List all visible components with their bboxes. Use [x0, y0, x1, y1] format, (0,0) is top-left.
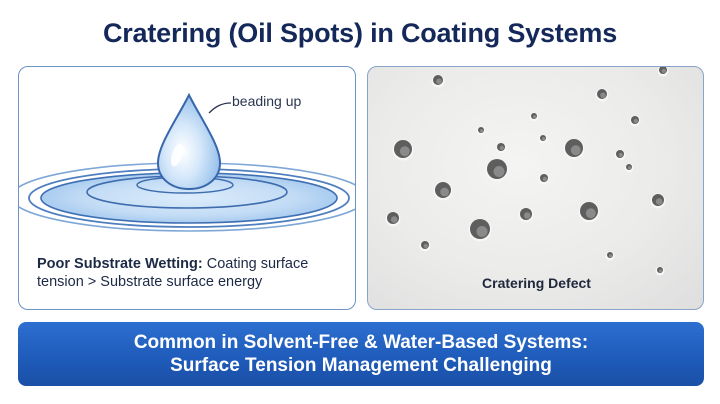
crater-pit — [433, 181, 453, 201]
crater-pit — [538, 134, 548, 144]
banner-line-2: Surface Tension Management Challenging — [170, 355, 552, 376]
crater-pit — [563, 138, 585, 160]
crater-pit — [392, 139, 414, 161]
crater-pit — [485, 158, 509, 182]
crater-pit — [578, 201, 600, 223]
crater-pit — [657, 67, 669, 77]
summary-banner: Common in Solvent-Free & Water-Based Sys… — [18, 322, 704, 386]
page-title: Cratering (Oil Spots) in Coating Systems — [102, 18, 618, 48]
wetting-caption-text: Coating surface tension > Substrate surf… — [37, 256, 309, 290]
crater-pit — [650, 193, 666, 209]
crater-pit — [529, 112, 539, 122]
crater-pit — [538, 173, 550, 185]
beading-up-label: beading up — [232, 93, 302, 109]
cratering-defect-label: Cratering Defect — [482, 275, 591, 291]
crater-pit — [495, 142, 507, 154]
crater-pit — [595, 88, 609, 102]
callout-line — [208, 102, 232, 114]
crater-pit — [385, 211, 401, 227]
water-droplet — [156, 92, 222, 191]
banner-line-1: Common in Solvent-Free & Water-Based Sys… — [133, 332, 589, 353]
cratered-surface — [385, 67, 669, 276]
wetting-caption: Poor Substrate Wetting: Coating surface … — [37, 255, 347, 291]
crater-pit — [476, 126, 486, 136]
wetting-caption-bold: Poor Substrate Wetting: — [37, 256, 203, 272]
cratering-photo-panel: Cratering Defect — [367, 66, 704, 310]
crater-pit — [655, 266, 665, 276]
wetting-diagram-panel: beading up Poor Substrate Wetting: Coati… — [18, 66, 356, 310]
crater-pit — [605, 251, 615, 261]
droplet-illustration — [19, 92, 355, 232]
crater-pit — [624, 163, 634, 173]
crater-pit — [629, 115, 641, 127]
crater-pit — [518, 207, 534, 223]
crater-pit — [614, 149, 626, 161]
crater-pit — [431, 74, 445, 88]
droplet-highlight — [170, 143, 184, 167]
crater-pit — [468, 218, 492, 242]
crater-pit — [419, 240, 431, 252]
